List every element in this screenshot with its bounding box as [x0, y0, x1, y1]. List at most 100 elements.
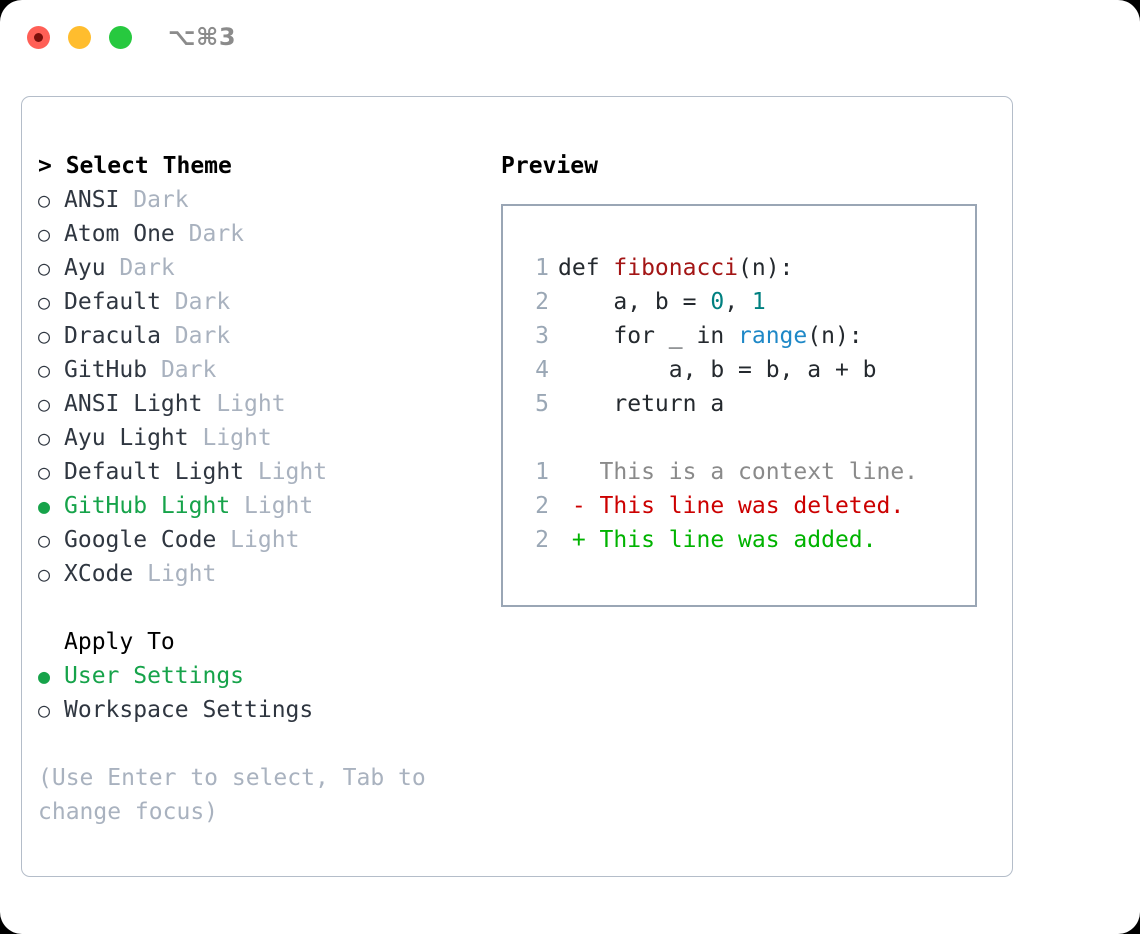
theme-option-default-light[interactable]: ○ Default Light Light	[38, 455, 478, 489]
code-token-plain: a, b = b, a + b	[558, 357, 877, 383]
diff-marker	[558, 455, 600, 489]
code-line: 1 def fibonacci(n):	[519, 251, 969, 285]
theme-option-variant: Dark	[105, 255, 175, 281]
code-token-plain: for _ in	[558, 323, 739, 349]
hint-spacer	[38, 727, 478, 761]
window-controls	[27, 26, 132, 49]
theme-option-label: Default Light	[64, 459, 245, 485]
theme-option-label: GitHub	[64, 357, 148, 383]
theme-option-label: GitHub Light	[64, 493, 231, 519]
code-line-number: 2	[535, 289, 549, 315]
diff-line-number: 2	[535, 527, 549, 553]
apply-to-list: ● User Settings ○ Workspace Settings	[38, 659, 478, 727]
apply-to-header: Apply To	[64, 629, 175, 655]
diff-marker: +	[558, 527, 600, 553]
code-diff-separator	[519, 421, 969, 455]
main-card: > Select Theme ○ANSI Dark○Atom One Dark○…	[21, 96, 1013, 877]
theme-option-ansi[interactable]: ○ ANSI Dark	[38, 183, 478, 217]
code-line-number: 1	[535, 255, 549, 281]
theme-option-label: Default	[64, 289, 161, 315]
theme-option-ayu[interactable]: ○ Ayu Dark	[38, 251, 478, 285]
radio-empty-icon: ○	[38, 188, 51, 212]
list-spacer	[38, 591, 478, 625]
code-line: 4 a, b = b, a + b	[519, 353, 969, 387]
code-token-plain: a, b =	[558, 289, 711, 315]
theme-picker-pane: > Select Theme ○ANSI Dark○Atom One Dark○…	[38, 149, 478, 829]
code-token-num: 1	[751, 289, 766, 315]
code-token-fn: fibonacci	[613, 255, 739, 281]
radio-empty-icon: ○	[38, 460, 51, 484]
preview-title: Preview	[501, 153, 598, 179]
radio-empty-icon: ○	[38, 528, 51, 552]
theme-option-atom-one[interactable]: ○Atom One Dark	[38, 217, 478, 251]
theme-option-github-light[interactable]: ●GitHub Light Light	[38, 489, 478, 523]
theme-option-variant: Light	[188, 425, 272, 451]
theme-option-label: ANSI	[64, 187, 120, 213]
radio-selected-icon: ●	[38, 664, 51, 688]
theme-option-google-code[interactable]: ○ Google Code Light	[38, 523, 478, 557]
diff-line-context: 1 This is a context line.	[519, 455, 969, 489]
radio-empty-icon: ○	[38, 392, 51, 416]
minimize-window-button[interactable]	[68, 26, 91, 49]
diff-marker: -	[558, 493, 600, 519]
theme-option-github[interactable]: ○ GitHub Dark	[38, 353, 478, 387]
code-line-number: 3	[535, 323, 549, 349]
radio-empty-icon: ○	[38, 358, 51, 382]
close-window-button[interactable]	[27, 26, 50, 49]
theme-option-label: Dracula	[64, 323, 161, 349]
window-titlebar: ⌥⌘3	[0, 0, 1140, 78]
theme-option-variant: Light	[216, 527, 300, 553]
theme-option-label: Atom One	[64, 221, 175, 247]
theme-option-ayu-light[interactable]: ○ Ayu Light Light	[38, 421, 478, 455]
theme-option-xcode[interactable]: ○ XCode Light	[38, 557, 478, 591]
select-theme-header: > Select Theme	[38, 153, 232, 179]
code-token-num: 0	[710, 289, 725, 315]
diff-sample: 1 This is a context line. 2 - This line w…	[519, 455, 969, 557]
theme-option-variant: Light	[202, 391, 286, 417]
radio-empty-icon: ○	[38, 698, 51, 722]
diff-line-text: This is a context line.	[599, 459, 919, 485]
apply-to-option-workspace-settings[interactable]: ○ Workspace Settings	[38, 693, 478, 727]
keyboard-hint-text: (Use Enter to select, Tab to change focu…	[38, 765, 440, 825]
theme-option-label: Google Code	[64, 527, 217, 553]
code-token-plain: def	[558, 255, 614, 281]
diff-line-number: 2	[535, 493, 549, 519]
theme-option-variant: Light	[230, 493, 314, 519]
theme-option-variant: Dark	[119, 187, 189, 213]
theme-option-variant: Dark	[160, 323, 231, 349]
apply-to-option-user-settings[interactable]: ● User Settings	[38, 659, 478, 693]
apply-to-option-label: Workspace Settings	[64, 697, 314, 723]
radio-empty-icon: ○	[38, 222, 51, 246]
theme-option-ansi-light[interactable]: ○ANSI Light Light	[38, 387, 478, 421]
radio-empty-icon: ○	[38, 426, 51, 450]
diff-line-add: 2 + This line was added.	[519, 523, 969, 557]
keyboard-shortcut-label: ⌥⌘3	[168, 23, 237, 51]
radio-empty-icon: ○	[38, 562, 51, 586]
diff-line-text: This line was deleted.	[599, 493, 905, 519]
apply-to-option-label: User Settings	[64, 663, 245, 689]
theme-option-dracula[interactable]: ○ Dracula Dark	[38, 319, 478, 353]
theme-option-variant: Light	[133, 561, 217, 587]
code-line: 2 a, b = 0, 1	[519, 285, 969, 319]
code-line: 3 for _ in range(n):	[519, 319, 969, 353]
radio-empty-icon: ○	[38, 256, 51, 280]
code-token-plain: (n):	[807, 323, 863, 349]
theme-option-variant: Dark	[147, 357, 217, 383]
code-token-builtin: range	[738, 323, 808, 349]
code-token-plain: (n):	[738, 255, 794, 281]
diff-line-number: 1	[535, 459, 549, 485]
radio-empty-icon: ○	[38, 324, 51, 348]
theme-option-label: Ayu	[64, 255, 106, 281]
theme-option-label: XCode	[64, 561, 134, 587]
theme-option-variant: Light	[244, 459, 328, 485]
code-token-plain: ,	[724, 289, 752, 315]
diff-line-text: This line was added.	[599, 527, 877, 553]
theme-option-label: Ayu Light	[64, 425, 189, 451]
radio-empty-icon: ○	[38, 290, 51, 314]
maximize-window-button[interactable]	[109, 26, 132, 49]
theme-option-default[interactable]: ○Default Dark	[38, 285, 478, 319]
